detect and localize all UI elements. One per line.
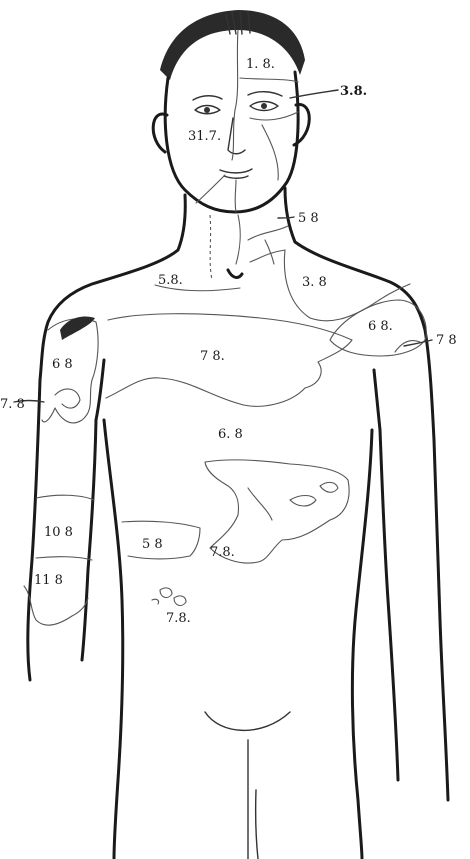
label-abdomen-patch: 7.8. (210, 545, 235, 560)
label-shoulder-right: 6 8. (368, 319, 393, 334)
label-abdomen-band: 5 8 (142, 537, 163, 552)
label-arm-left-outer: 7. 8 (0, 397, 25, 412)
label-neck-right: 5 8 (298, 211, 319, 226)
label-eye-right: 3.8. (340, 84, 367, 99)
label-chest-band: 7 8. (200, 349, 225, 364)
label-shoulder-left: 6 8 (52, 357, 73, 372)
label-wrist-left: 11 8 (34, 573, 63, 588)
head (153, 10, 309, 212)
label-chest-left-upper: 5.8. (158, 273, 183, 288)
label-forearm-left: 10 8 (44, 525, 73, 540)
label-arm-right-outer: 7 8 (436, 333, 457, 348)
label-navel-spots: 7.8. (166, 611, 191, 626)
label-torso-center: 6. 8 (218, 427, 243, 442)
label-cheek: 31.7. (188, 129, 221, 144)
zone-boundaries (24, 215, 426, 625)
label-chest-right-upper: 3. 8 (302, 275, 327, 290)
label-forehead: 1. 8. (246, 57, 275, 72)
zone-labels: 1. 8. 3.8. 31.7. 5 8 5.8. 3. 8 6 8. 7 8 … (0, 57, 457, 626)
